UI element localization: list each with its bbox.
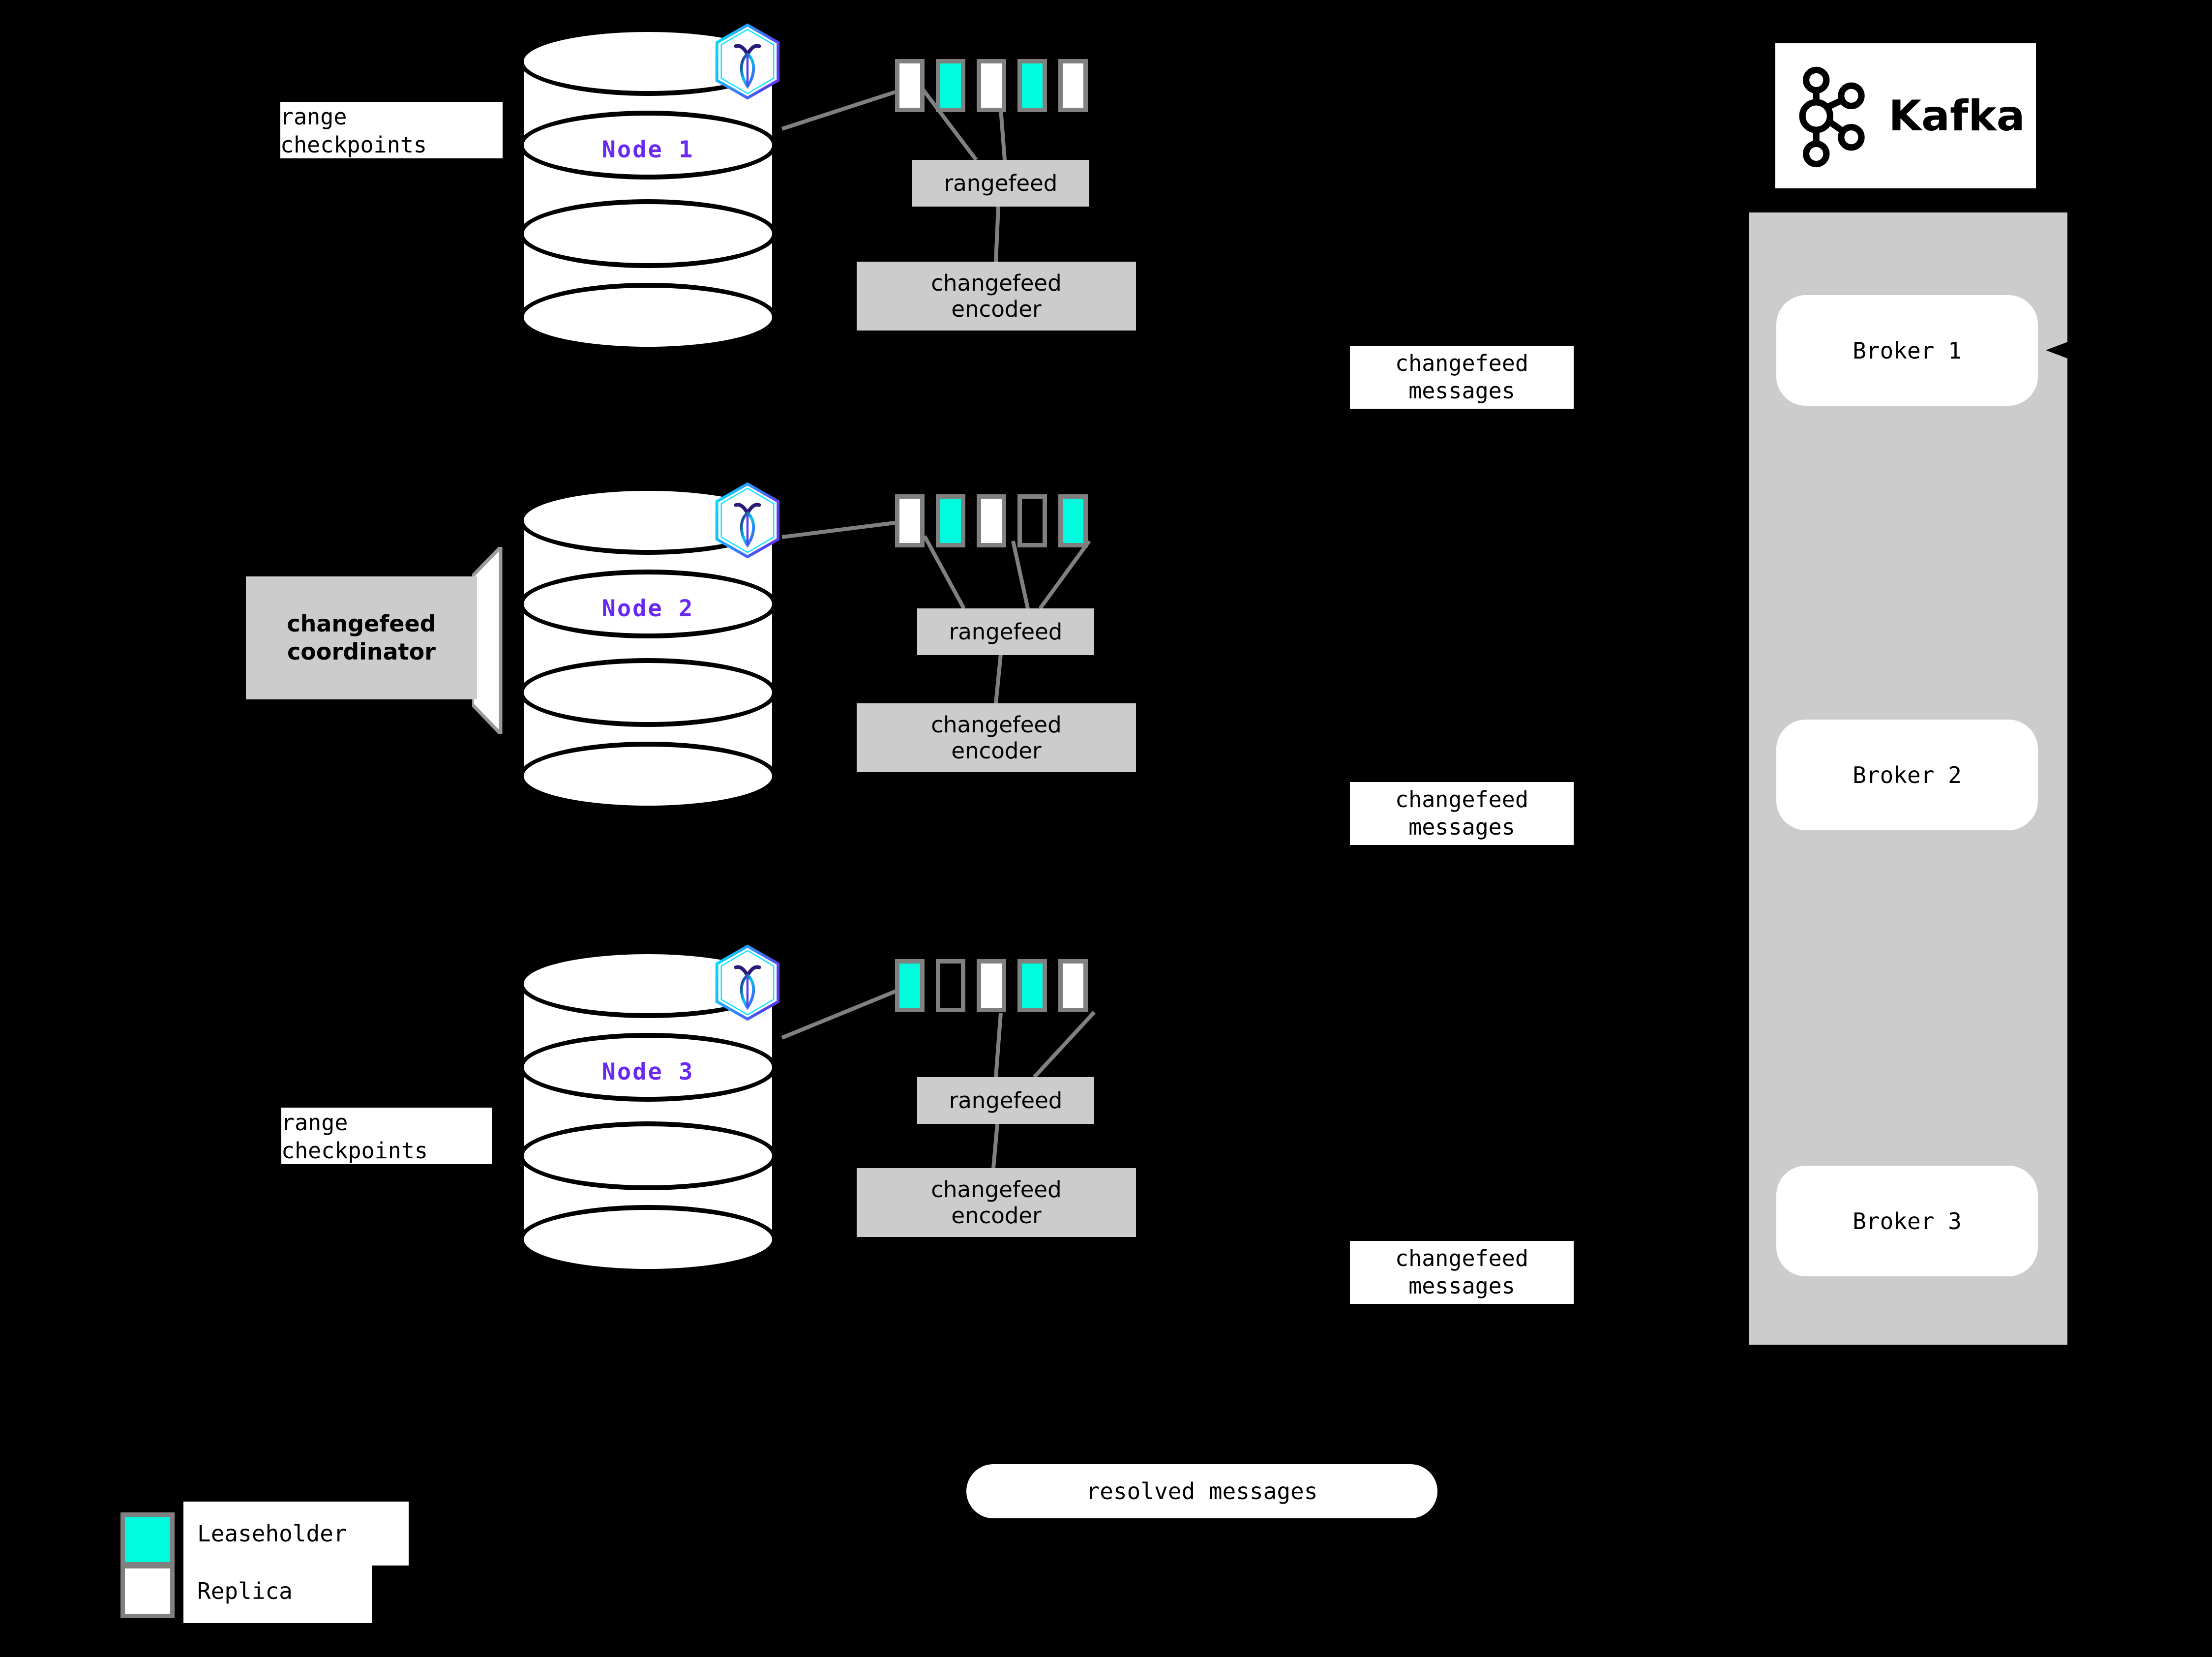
- message-line-1: changefeed: [1395, 350, 1528, 376]
- cylinder-fill: [524, 57, 772, 312]
- range-box-empty[interactable]: [1017, 494, 1047, 547]
- kafka-node-graph-icon: [1799, 66, 1865, 167]
- node-1-changefeed-encoder-box[interactable]: changefeed encoder: [857, 262, 1136, 331]
- encoder-line-1: changefeed: [931, 1176, 1062, 1203]
- cylinder-divider-1: [519, 570, 777, 638]
- range-checkpoints-line-1: range: [281, 1110, 348, 1136]
- range-box-replica[interactable]: [895, 59, 925, 112]
- node-2-changefeed-encoder-box[interactable]: changefeed encoder: [857, 703, 1136, 772]
- cylinder-divider-2: [519, 658, 777, 727]
- cylinder-divider-1: [519, 111, 777, 180]
- changefeed-messages-label-3: changefeed messages: [1350, 1241, 1574, 1304]
- legend-label-replica: Replica: [183, 1559, 372, 1623]
- cylinder-bottom-ellipse: [519, 283, 777, 352]
- range-box-replica[interactable]: [977, 959, 1006, 1012]
- node-3-label: Node 3: [601, 1058, 694, 1085]
- encoder-line-1: changefeed: [931, 711, 1062, 738]
- message-line-2: messages: [1408, 814, 1515, 840]
- cylinder-fill: [524, 515, 772, 771]
- range-box-leaseholder[interactable]: [1017, 959, 1047, 1012]
- cockroachdb-hex-logo: [711, 481, 784, 560]
- node-1-ranges: [895, 59, 1088, 112]
- range-box-leaseholder[interactable]: [1017, 59, 1047, 112]
- cylinder-divider-2: [519, 199, 777, 268]
- cockroachdb-hex-logo: [711, 943, 784, 1022]
- node-2-ranges: [895, 494, 1088, 547]
- message-line-2: messages: [1408, 1273, 1515, 1299]
- cylinder-bottom-ellipse: [519, 742, 777, 811]
- encoder-line-2: encoder: [951, 738, 1042, 764]
- range-box-leaseholder[interactable]: [936, 59, 965, 112]
- changefeed-messages-label-2: changefeed messages: [1350, 782, 1574, 845]
- legend-swatch-replica: [120, 1564, 175, 1618]
- range-box-leaseholder[interactable]: [1058, 494, 1088, 547]
- resolved-messages-pill[interactable]: resolved messages: [966, 1464, 1437, 1518]
- range-box-replica[interactable]: [895, 494, 925, 547]
- node-2-rangefeed-box[interactable]: rangefeed: [917, 608, 1094, 655]
- node-1-rangefeed-box[interactable]: rangefeed: [912, 160, 1089, 207]
- node-3-ranges: [895, 959, 1088, 1012]
- changefeed-coordinator-callout[interactable]: changefeed coordinator: [246, 547, 541, 734]
- node-3-range-checkpoints-label: range checkpoints: [281, 1108, 492, 1164]
- broker-1[interactable]: Broker 1: [1776, 295, 2038, 406]
- message-line-1: changefeed: [1395, 1245, 1528, 1271]
- cylinder-side: [519, 979, 777, 1235]
- range-box-replica[interactable]: [1058, 959, 1088, 1012]
- coordinator-line-1: changefeed: [287, 610, 436, 637]
- kafka-wordmark: Kafka: [1888, 91, 2025, 141]
- node-1-label: Node 1: [601, 136, 694, 163]
- node-3-rangefeed-box[interactable]: rangefeed: [917, 1077, 1094, 1124]
- range-box-empty[interactable]: [936, 959, 965, 1012]
- encoder-line-1: changefeed: [931, 270, 1062, 296]
- message-line-1: changefeed: [1395, 786, 1528, 813]
- message-line-2: messages: [1408, 378, 1515, 404]
- broker-3[interactable]: Broker 3: [1776, 1166, 2038, 1276]
- cylinder-bottom-ellipse: [519, 1205, 777, 1274]
- range-checkpoints-line-1: range: [280, 104, 347, 130]
- range-box-replica[interactable]: [1058, 59, 1088, 112]
- cockroachdb-hex-logo: [711, 22, 784, 101]
- kafka-logo: Kafka: [1775, 43, 2036, 188]
- cylinder-side: [519, 515, 777, 771]
- node-1-cylinder: Node 1: [519, 27, 777, 352]
- range-box-replica[interactable]: [977, 59, 1006, 112]
- node-3-changefeed-encoder-box[interactable]: changefeed encoder: [857, 1168, 1136, 1237]
- encoder-line-2: encoder: [951, 296, 1042, 322]
- changefeed-messages-label-1: changefeed messages: [1350, 346, 1574, 409]
- node-2-label: Node 2: [601, 595, 694, 622]
- broker-2[interactable]: Broker 2: [1776, 720, 2038, 830]
- range-checkpoints-line-2: checkpoints: [280, 131, 427, 158]
- node-2-cylinder: Node 2: [519, 486, 777, 811]
- node-1-range-checkpoints-label: range checkpoints: [280, 102, 503, 158]
- cylinder-fill: [524, 979, 772, 1235]
- encoder-line-2: encoder: [951, 1203, 1042, 1229]
- coordinator-body: changefeed coordinator: [246, 576, 477, 699]
- legend: Leaseholder Replica: [120, 1502, 416, 1630]
- range-checkpoints-line-2: checkpoints: [281, 1137, 428, 1164]
- range-box-leaseholder[interactable]: [936, 494, 965, 547]
- legend-label-leaseholder: Leaseholder: [183, 1502, 409, 1566]
- coordinator-line-2: coordinator: [287, 638, 436, 665]
- cylinder-side: [519, 57, 777, 312]
- range-box-replica[interactable]: [977, 494, 1006, 547]
- legend-swatch-leaseholder: [120, 1512, 175, 1567]
- cylinder-divider-1: [519, 1033, 777, 1102]
- range-box-leaseholder[interactable]: [895, 959, 925, 1012]
